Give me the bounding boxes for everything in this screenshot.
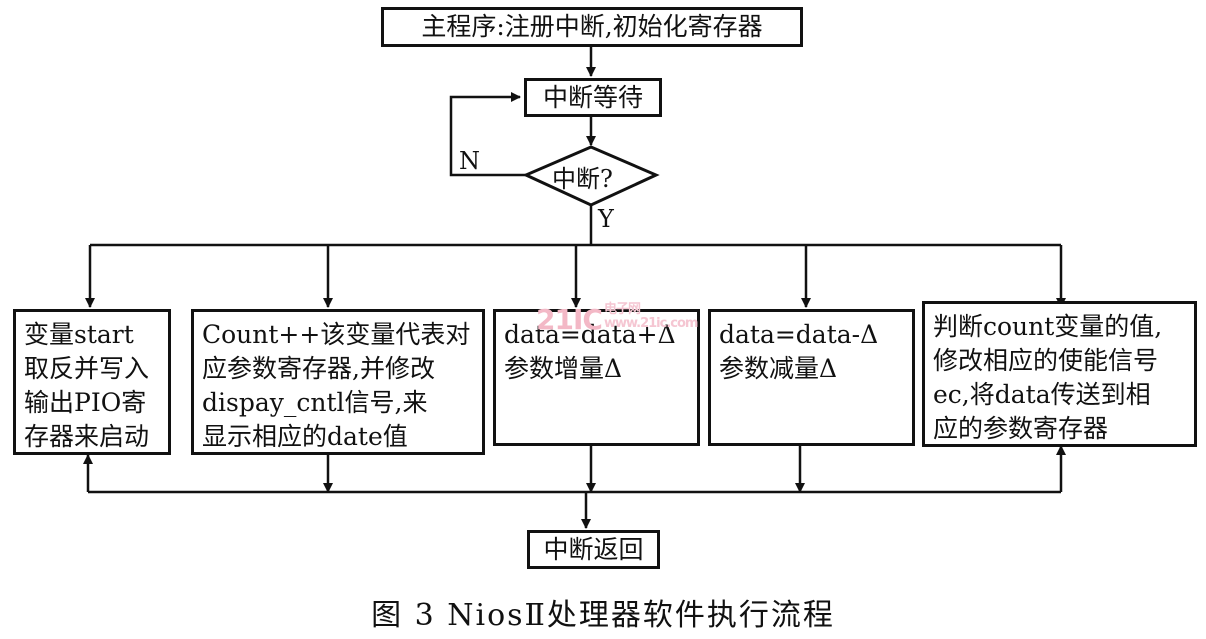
decision-text: 中断? [552, 165, 613, 193]
branch-2-line-2: 应参数寄存器,并修改 [202, 354, 435, 383]
branch-1-line-2: 取反并写入 [24, 354, 150, 383]
return-box: 中断返回 [527, 530, 660, 569]
branch-decrement-box: data=data-Δ 参数减量Δ [708, 309, 915, 446]
branch-3-line-1: data=data+Δ [504, 320, 676, 349]
yes-label: Y [598, 205, 614, 233]
no-loop-line [449, 92, 526, 177]
branch-count-box: Count++该变量代表对 应参数寄存器,并修改 dispay_cntl信号,来… [191, 309, 485, 455]
branch-4-line-2: 参数减量Δ [719, 354, 838, 383]
branch-1-line-1: 变量start [24, 320, 134, 349]
branch-increment-box: data=data+Δ 参数增量Δ [493, 309, 700, 446]
branch-1-line-3: 输出PIO寄 [24, 388, 147, 417]
branch-5-line-1: 判断count变量的值, [933, 312, 1163, 341]
branch-5-line-2: 修改相应的使能信号 [933, 346, 1159, 375]
branch-1-line-4: 存器来启动 [24, 422, 150, 451]
branch-3-line-2: 参数增量Δ [504, 354, 623, 383]
branch-2-line-1: Count++该变量代表对 [202, 320, 471, 349]
start-box: 主程序:注册中断,初始化寄存器 [381, 7, 803, 47]
branch-2-line-4: 显示相应的date值 [202, 422, 408, 451]
wait-box: 中断等待 [524, 78, 662, 117]
start-box-text: 主程序:注册中断,初始化寄存器 [421, 12, 763, 41]
branch-start-toggle-box: 变量start 取反并写入 输出PIO寄 存器来启动 [13, 309, 171, 455]
watermark-sub-bottom: www.21ic.com [603, 316, 699, 331]
watermark-sub-top: 电子网 [603, 302, 641, 317]
branch-4-line-1: data=data-Δ [719, 320, 879, 349]
watermark-main: 21IC [536, 303, 603, 336]
branch-5-line-4: 应的参数寄存器 [933, 414, 1109, 443]
no-label: N [459, 147, 480, 175]
branch-2-line-3: dispay_cntl信号,来 [202, 388, 428, 417]
branch-5-line-3: ec,将data传送到相 [933, 380, 1151, 409]
wait-box-text: 中断等待 [542, 82, 643, 112]
decision-diamond [522, 145, 660, 207]
return-box-text: 中断返回 [543, 534, 644, 564]
branch-count-check-box: 判断count变量的值, 修改相应的使能信号 ec,将data传送到相 应的参数… [922, 301, 1197, 447]
figure-caption: 图 3 NiosⅡ处理器软件执行流程 [371, 598, 835, 633]
